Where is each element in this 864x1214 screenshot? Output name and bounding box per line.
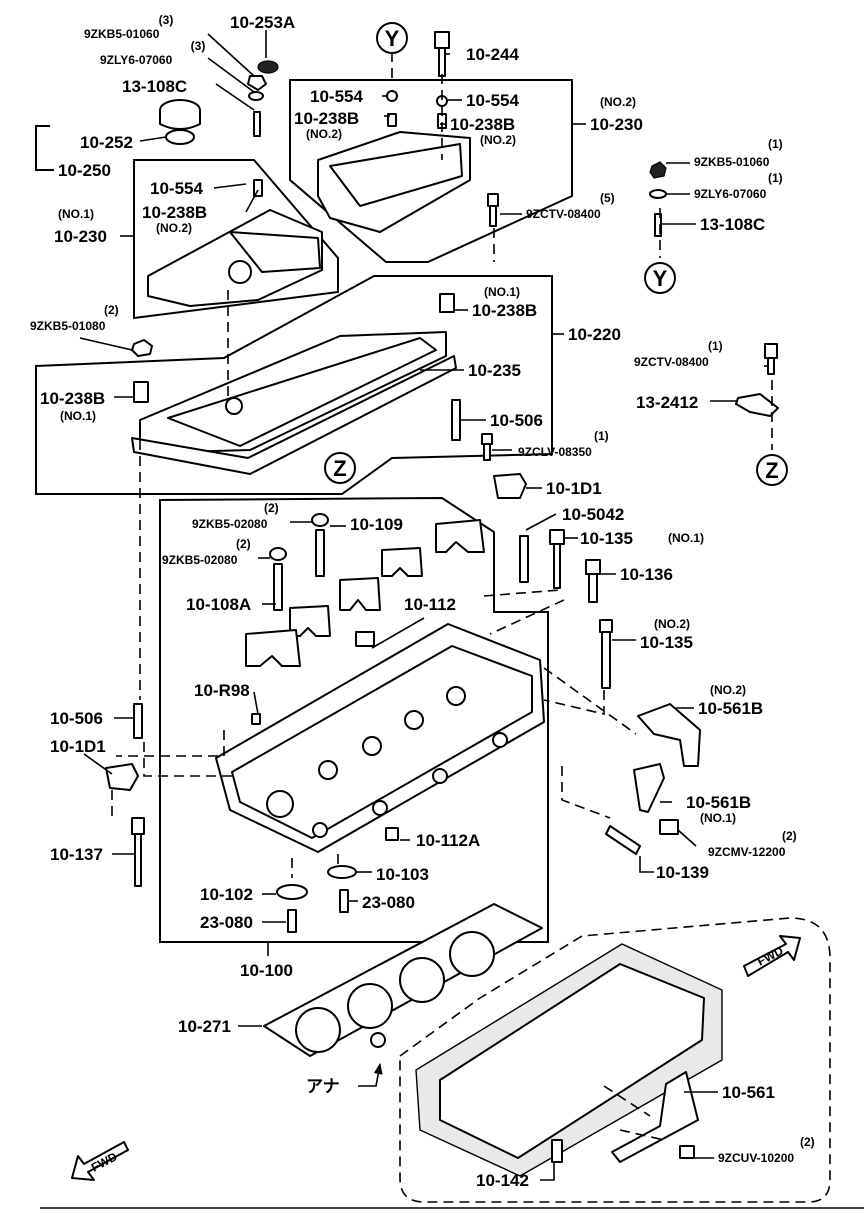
qty-9zctv-08400-a: (5): [600, 191, 615, 205]
part-label-9zly6-07060-b: 9ZLY6-07060: [694, 187, 767, 201]
part-label-ana: アナ: [306, 1077, 340, 1096]
qty-9zkb5-01060-b: (1): [768, 137, 783, 151]
part-label-10-1d1-a: 10-1D1: [546, 479, 602, 498]
ref-letter-y-top: Y: [385, 26, 400, 51]
part-label-9zkb5-01080: 9ZKB5-01080: [30, 319, 106, 333]
part-label-13-108c-b: 13-108C: [700, 215, 765, 234]
part-label-10-103: 10-103: [376, 865, 429, 884]
part-label-10-139: 10-139: [656, 863, 709, 882]
ref-letter-z-mid: Z: [333, 456, 346, 481]
part-label-10-238b-e: 10-238B: [40, 389, 105, 408]
part-label-10-238b-b: 10-238B: [294, 109, 359, 128]
part-label-9zctv-08400-b: 9ZCTV-08400: [634, 355, 709, 369]
part-label-10-5042: 10-5042: [562, 505, 624, 524]
note-10-135-a: (NO.1): [668, 531, 704, 545]
part-label-10-220: 10-220: [568, 325, 621, 344]
part-label-10-136: 10-136: [620, 565, 673, 584]
part-label-10-112: 10-112: [404, 595, 456, 614]
part-label-10-561b-a: 10-561B: [698, 699, 763, 718]
part-label-10-230-a: 10-230: [590, 115, 643, 134]
part-label-10-109: 10-109: [350, 515, 403, 534]
part-label-10-506-b: 10-506: [50, 709, 103, 728]
note-10-135-b: (NO.2): [654, 617, 690, 631]
qty-9zclv-08350: (1): [594, 429, 609, 443]
ref-marker-z-mid: Z: [324, 452, 356, 484]
qty-9zcmv-12200: (2): [782, 829, 797, 843]
part-label-9zctv-08400-a: 9ZCTV-08400: [526, 207, 601, 221]
part-label-10-250: 10-250: [58, 161, 111, 180]
note-10-561b-b: (NO.1): [700, 811, 736, 825]
note-10-561b-a: (NO.2): [710, 683, 746, 697]
part-label-10-1d1-b: 10-1D1: [50, 737, 106, 756]
parts-artwork: [105, 31, 779, 1177]
note-10-230-b: (NO.1): [58, 207, 94, 221]
part-label-10-142: 10-142: [476, 1171, 529, 1190]
part-label-10-238b-c: 10-238B: [450, 115, 515, 134]
part-label-10-561: 10-561: [722, 1083, 775, 1102]
part-label-10-271: 10-271: [178, 1017, 231, 1036]
part-labels: (3) 9ZKB5-01060 (3) 9ZLY6-07060 10-253A …: [30, 13, 815, 1190]
alignment-lines: [111, 52, 773, 1141]
note-10-238b-b: (NO.2): [306, 127, 342, 141]
part-label-10-135-a: 10-135: [580, 529, 633, 548]
part-label-10-100: 10-100: [240, 961, 293, 980]
part-label-23-080-a: 23-080: [200, 913, 253, 932]
part-label-10-253a: 10-253A: [230, 13, 295, 32]
part-label-10-230-b: 10-230: [54, 227, 107, 246]
part-label-9zcmv-12200: 9ZCMV-12200: [708, 845, 786, 859]
part-label-9zcuv-10200: 9ZCUV-10200: [718, 1151, 794, 1165]
part-label-10-554-a: 10-554: [150, 179, 203, 198]
part-label-10-561b-b: 10-561B: [686, 793, 751, 812]
note-10-238b-a: (NO.2): [156, 221, 192, 235]
part-label-10-554-c: 10-554: [466, 91, 519, 110]
part-label-10-554-b: 10-554: [310, 87, 363, 106]
part-label-10-252: 10-252: [80, 133, 133, 152]
qty-9zly6-07060-b: (1): [768, 171, 783, 185]
group-frames: [35, 79, 831, 1203]
ref-letter-y-right: Y: [653, 266, 668, 291]
ref-marker-y-right: Y: [644, 262, 676, 294]
part-label-10-135-b: 10-135: [640, 633, 693, 652]
ref-marker-z-right: Z: [756, 454, 788, 486]
part-label-10-137: 10-137: [50, 845, 103, 864]
part-label-9zkb5-01060-b: 9ZKB5-01060: [694, 155, 770, 169]
ref-letter-z-right: Z: [765, 458, 778, 483]
qty-9zly6-07060-a: (3): [191, 39, 206, 53]
part-label-9zkb5-02080-a: 9ZKB5-02080: [192, 517, 268, 531]
part-label-10-244: 10-244: [466, 45, 519, 64]
fwd-arrow-top-right: FWD: [743, 935, 801, 977]
part-label-10-102: 10-102: [200, 885, 253, 904]
leader-lines: [40, 30, 864, 1209]
qty-9zctv-08400-b: (1): [708, 339, 723, 353]
part-label-10-506-a: 10-506: [490, 411, 543, 430]
qty-9zkb5-01080: (2): [104, 303, 119, 317]
qty-9zkb5-02080-a: (2): [264, 501, 279, 515]
fwd-arrow-bottom-left: FWD: [71, 1141, 129, 1181]
qty-9zkb5-01060-a: (3): [159, 13, 174, 27]
part-label-9zclv-08350: 9ZCLV-08350: [518, 445, 592, 459]
note-10-238b-d: (NO.1): [484, 285, 520, 299]
part-label-9zkb5-02080-b: 9ZKB5-02080: [162, 553, 238, 567]
part-label-13-108c-a: 13-108C: [122, 77, 187, 96]
part-label-10-112a: 10-112A: [416, 831, 480, 850]
qty-9zcuv-10200: (2): [800, 1135, 815, 1149]
part-label-10-235: 10-235: [468, 361, 521, 380]
part-label-10-108a: 10-108A: [186, 595, 251, 614]
part-label-9zly6-07060-a: 9ZLY6-07060: [100, 53, 173, 67]
ref-marker-y-top: Y: [376, 22, 408, 54]
part-label-10-r98: 10-R98: [194, 681, 250, 700]
qty-9zkb5-02080-b: (2): [236, 537, 251, 551]
note-10-230-a: (NO.2): [600, 95, 636, 109]
part-label-23-080-b: 23-080: [362, 893, 415, 912]
note-10-238b-c: (NO.2): [480, 133, 516, 147]
note-10-238b-e: (NO.1): [60, 409, 96, 423]
part-label-9zkb5-01060-a: 9ZKB5-01060: [84, 27, 160, 41]
part-label-10-238b-a: 10-238B: [142, 203, 207, 222]
part-label-10-238b-d: 10-238B: [472, 301, 537, 320]
part-label-13-2412: 13-2412: [636, 393, 698, 412]
